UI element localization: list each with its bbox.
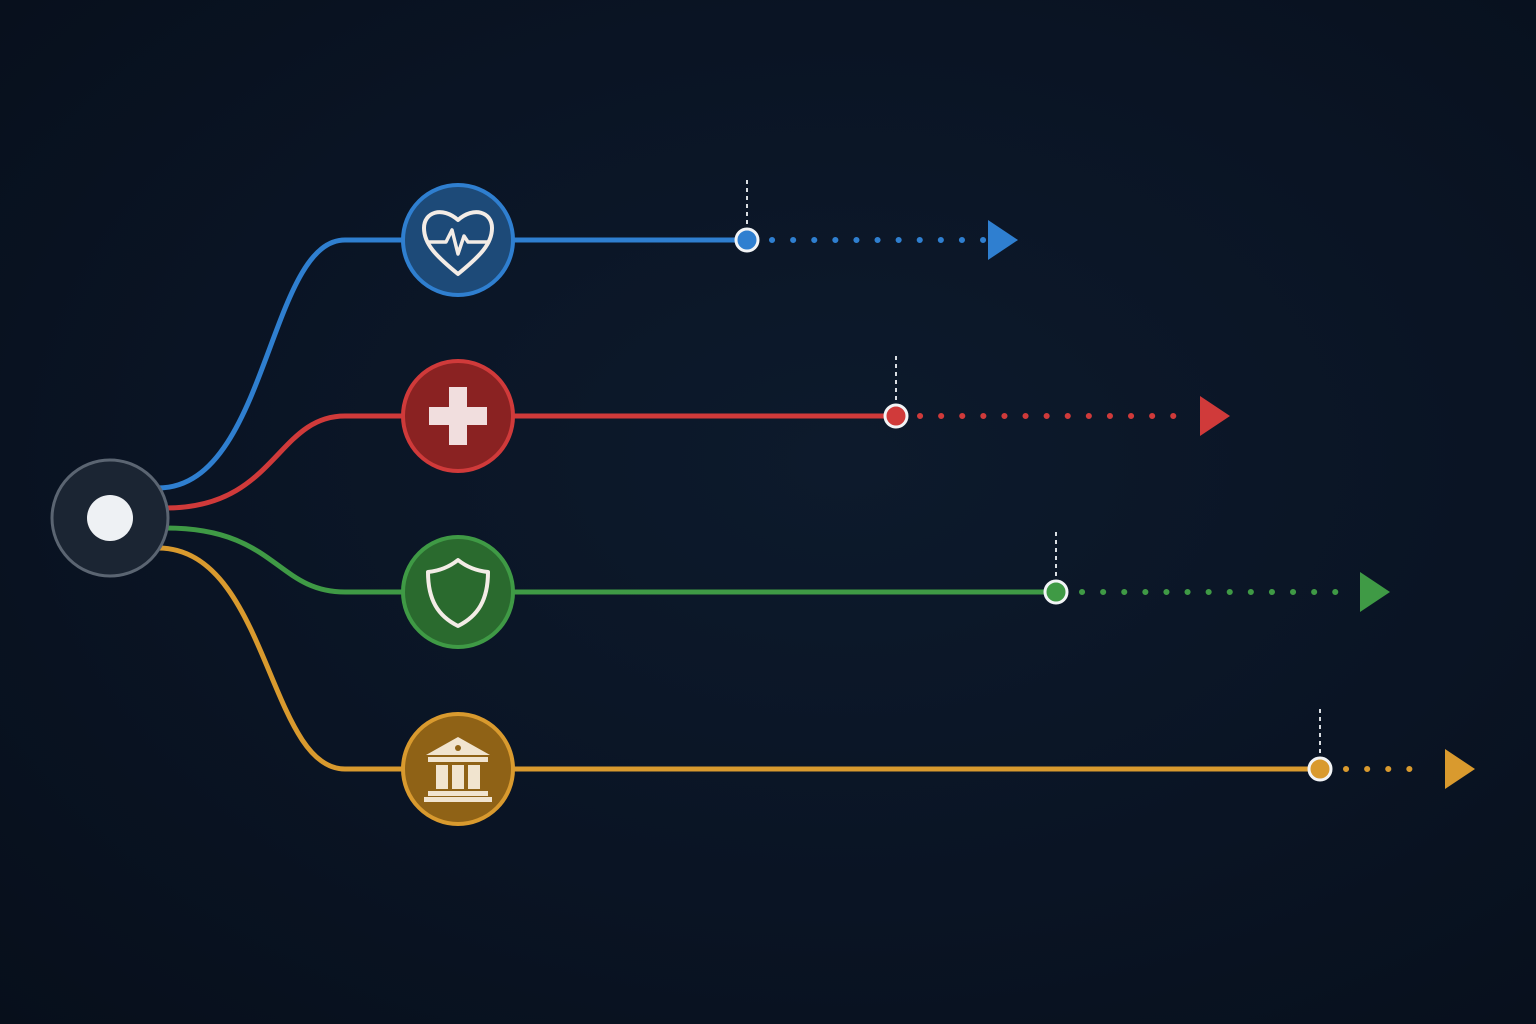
milestone-marker-security xyxy=(1043,579,1069,605)
bank-building-icon xyxy=(424,737,492,802)
arrow-head-institution xyxy=(1445,749,1475,789)
branch-node-health xyxy=(401,183,515,297)
branch-node-ring-security xyxy=(401,535,515,649)
branch-curve-health xyxy=(155,237,461,491)
origin-node-icon xyxy=(87,495,133,541)
medical-cross-icon xyxy=(429,387,487,445)
origin-node xyxy=(50,458,170,578)
branch-curve-institution xyxy=(155,545,461,772)
branch-node-institution xyxy=(401,712,515,826)
arrow-head-medical xyxy=(1200,396,1230,436)
branch-curve-security xyxy=(163,525,461,595)
branch-paths xyxy=(155,180,1475,789)
branch-node-ring-health xyxy=(401,183,515,297)
milestone-marker-institution xyxy=(1307,756,1333,782)
branch-node-medical xyxy=(401,359,515,473)
arrow-head-health xyxy=(988,220,1018,260)
branch-nodes xyxy=(401,183,515,826)
arrow-head-security xyxy=(1360,572,1390,612)
milestone-marker-medical xyxy=(883,403,909,429)
heart-pulse-icon xyxy=(422,210,494,276)
branch-curve-medical xyxy=(163,413,461,511)
shield-icon xyxy=(426,558,490,628)
milestone-marker-health xyxy=(734,227,760,253)
branch-node-security xyxy=(401,535,515,649)
